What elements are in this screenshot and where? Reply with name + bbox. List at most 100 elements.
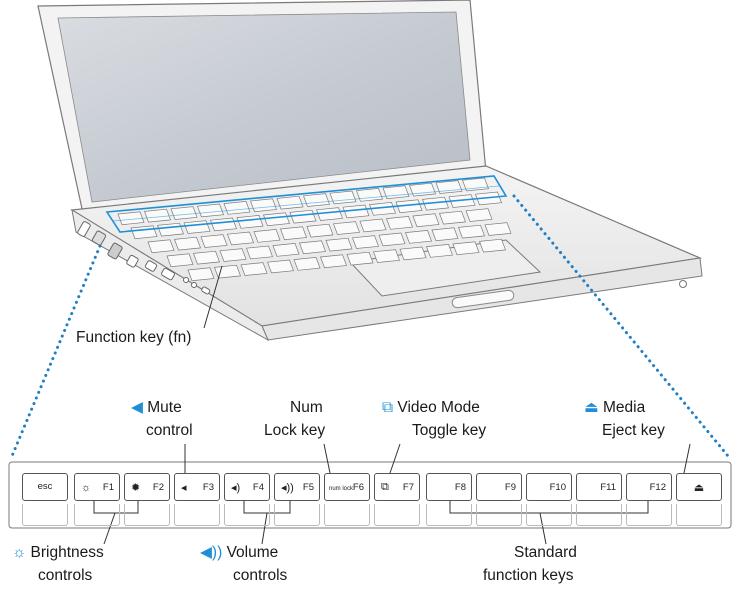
laptop-key (144, 208, 171, 223)
laptop-key (448, 194, 476, 208)
laptop-key (426, 244, 453, 258)
lower-key (526, 504, 572, 526)
key-f11-label: F11 (600, 482, 616, 493)
lower-key (224, 504, 270, 526)
laptop-key (299, 240, 326, 255)
key-f5[interactable]: ◂)) F5 (274, 473, 320, 501)
key-f6-label: F6 (352, 482, 364, 493)
key-f5-label: F5 (302, 482, 314, 493)
label-standard-2: function keys (483, 567, 574, 584)
speaker-mute-icon: ◀ (131, 399, 143, 416)
key-f4-label: F4 (252, 482, 264, 493)
key-f12-label: F12 (649, 482, 666, 493)
laptop-key (197, 203, 224, 218)
laptop-key (378, 232, 406, 247)
speaker-volume-icon: ◀)) (200, 544, 223, 561)
key-f9[interactable]: F9 (476, 473, 522, 501)
laptop-key (293, 257, 321, 271)
laptop-key (193, 250, 220, 265)
key-f11[interactable]: F11 (576, 473, 622, 501)
laptop-key (303, 193, 330, 207)
laptop-key (236, 215, 264, 229)
key-eject[interactable]: ⏏ (676, 473, 722, 501)
lower-key (626, 504, 672, 526)
key-f10-label: F10 (549, 482, 566, 493)
key-f2[interactable]: ✹ F2 (124, 473, 170, 501)
label-media-eject: ⏏ Media (584, 399, 646, 416)
laptop-key (166, 253, 194, 268)
laptop-key (452, 241, 480, 256)
laptop-keyboard (117, 177, 512, 282)
lower-key (74, 504, 120, 526)
key-f3-label: F3 (202, 482, 214, 493)
key-f9-label: F9 (504, 482, 516, 493)
key-f12[interactable]: F12 (626, 473, 672, 501)
key-f7[interactable]: ⧉ F7 (374, 473, 420, 501)
laptop-key (210, 217, 237, 232)
lower-key (426, 504, 472, 526)
label-num-lock-2: Lock key (264, 422, 326, 439)
laptop-key (183, 220, 211, 234)
laptop-key (170, 206, 198, 220)
laptop-key (369, 202, 396, 216)
key-f6[interactable]: num lock F6 (324, 473, 370, 501)
laptop-key (356, 188, 383, 202)
laptop-key (320, 254, 347, 269)
laptop-lid (37, 0, 487, 219)
laptop-key (289, 209, 317, 224)
sun-small-icon: ☼ (81, 482, 92, 494)
key-f1[interactable]: ☼ F1 (74, 473, 120, 501)
speaker-up-icon: ◂)) (281, 482, 294, 494)
key-f8-label: F8 (454, 482, 466, 493)
label-media-eject-2: Eject key (602, 422, 665, 439)
lower-key (476, 504, 522, 526)
laptop-key (333, 221, 360, 235)
laptop-key (276, 195, 304, 210)
laptop-key (130, 225, 158, 240)
laptop-key (373, 249, 400, 263)
laptop-key (342, 204, 370, 219)
speaker-mute-icon: ◂ (181, 482, 187, 494)
key-f1-label: F1 (102, 482, 114, 493)
lower-key (676, 504, 722, 526)
laptop-key (223, 201, 251, 215)
key-f10[interactable]: F10 (526, 473, 572, 501)
key-esc[interactable]: esc (22, 473, 68, 501)
laptop-key (214, 264, 241, 279)
laptop-key (272, 243, 300, 257)
laptop-key (200, 234, 228, 248)
laptop-key (458, 224, 485, 239)
laptop-key (409, 182, 436, 197)
laptop-key (465, 208, 493, 222)
laptop-key (246, 245, 273, 260)
laptop-key (359, 218, 387, 233)
laptop-key (422, 196, 449, 211)
label-volume-2: controls (233, 567, 288, 584)
lower-key (274, 504, 320, 526)
num-lock-glyph: num lock (329, 486, 354, 492)
label-function-key: Function key (fn) (76, 329, 192, 346)
laptop-key (325, 237, 353, 252)
eject-icon: ⏏ (693, 482, 705, 494)
laptop-key (382, 185, 410, 200)
label-brightness: ☼ Brightness (12, 544, 104, 561)
laptop-key (479, 238, 506, 253)
lower-key (576, 504, 622, 526)
label-video-mode-2: Toggle key (412, 422, 487, 439)
sun-icon: ☼ (12, 544, 27, 561)
display-mirror-icon: ⧉ (381, 481, 389, 493)
laptop-key (227, 231, 254, 246)
laptop-key (431, 227, 459, 242)
key-f4[interactable]: ◂) F4 (224, 473, 270, 501)
key-f3[interactable]: ◂ F3 (174, 473, 220, 501)
key-f7-label: F7 (402, 482, 414, 493)
laptop-key (117, 211, 145, 226)
label-mute-control-2: control (146, 422, 193, 439)
key-esc-label: esc (37, 481, 53, 492)
laptop-key (316, 207, 343, 221)
lower-key (324, 504, 370, 526)
laptop-key (352, 235, 379, 249)
laptop-key (253, 229, 281, 243)
key-f8[interactable]: F8 (426, 473, 472, 501)
